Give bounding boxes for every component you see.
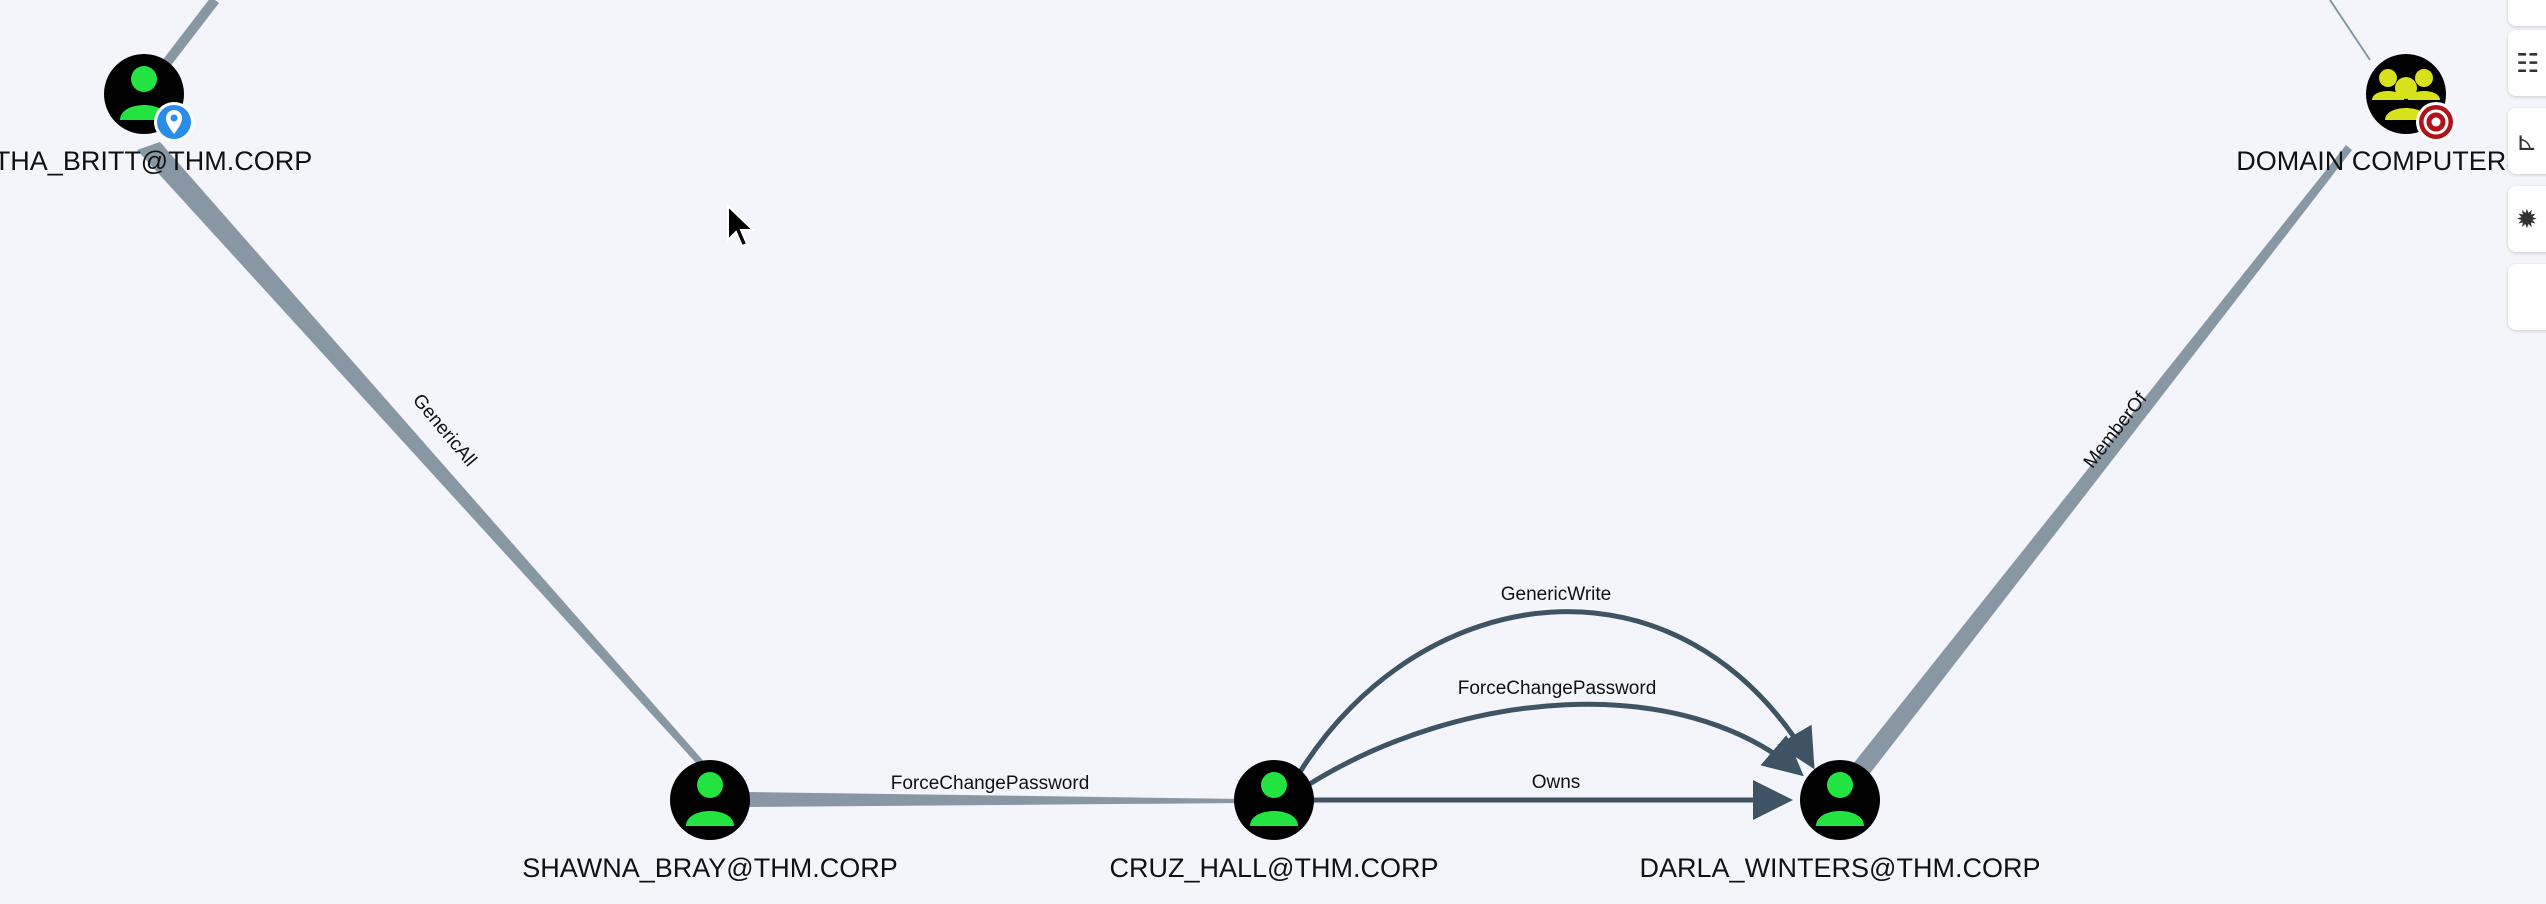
node-atha-britt[interactable]: ATHA_BRITT@THM.CORP (0, 54, 312, 176)
group-icon (2372, 69, 2440, 120)
toolbar-button-blank[interactable] (2508, 264, 2546, 330)
edge-memberof[interactable] (1853, 145, 2352, 776)
toolbar-button-list[interactable]: ☷ (2508, 30, 2546, 96)
settings-icon: ✹ (2516, 203, 2538, 234)
edge-genericwrite[interactable] (1297, 609, 1815, 774)
mouse-cursor-icon (727, 204, 756, 248)
node-label-cruz: CRUZ_HALL@THM.CORP (1110, 853, 1439, 883)
toolbar-button-top[interactable] (2508, 0, 2546, 26)
edge-genericall[interactable] (137, 142, 714, 776)
edge-label-genericwrite: GenericWrite (1501, 584, 1612, 605)
edge-offscreen-right[interactable] (2329, 0, 2371, 61)
node-domain-computers[interactable]: DOMAIN COMPUTERS@TI (2236, 54, 2546, 176)
node-shawna-bray[interactable]: SHAWNA_BRAY@THM.CORP (522, 760, 898, 883)
edge-label-memberof: MemberOf (2080, 388, 2152, 472)
edge-forcechangepassword-cruz-darla[interactable] (1306, 701, 1804, 788)
node-darla-winters[interactable]: DARLA_WINTERS@THM.CORP (1640, 760, 2041, 883)
edge-label-forcechangepassword-2: ForceChangePassword (1458, 678, 1657, 699)
list-icon: ☷ (2516, 47, 2540, 78)
node-label-darla: DARLA_WINTERS@THM.CORP (1640, 853, 2041, 883)
edge-label-owns: Owns (1532, 772, 1581, 793)
layout-icon: ⊾ (2516, 125, 2538, 156)
pin-badge-icon (154, 102, 194, 142)
node-label-domain: DOMAIN COMPUTERS@TI (2236, 146, 2546, 176)
node-label-atha: ATHA_BRITT@THM.CORP (0, 146, 312, 176)
user-icon (1816, 772, 1864, 826)
node-label-shawna: SHAWNA_BRAY@THM.CORP (522, 853, 897, 883)
toolbar-button-layout[interactable]: ⊾ (2508, 108, 2546, 174)
edge-forcechangepassword-shawna-cruz[interactable] (745, 792, 1245, 807)
user-icon (686, 772, 734, 826)
node-cruz-hall[interactable]: CRUZ_HALL@THM.CORP (1110, 760, 1439, 883)
target-badge-icon (2416, 102, 2456, 142)
edge-label-forcechangepassword-1: ForceChangePassword (891, 773, 1090, 794)
user-icon (1250, 772, 1298, 826)
toolbar-button-settings[interactable]: ✹ (2508, 186, 2546, 252)
